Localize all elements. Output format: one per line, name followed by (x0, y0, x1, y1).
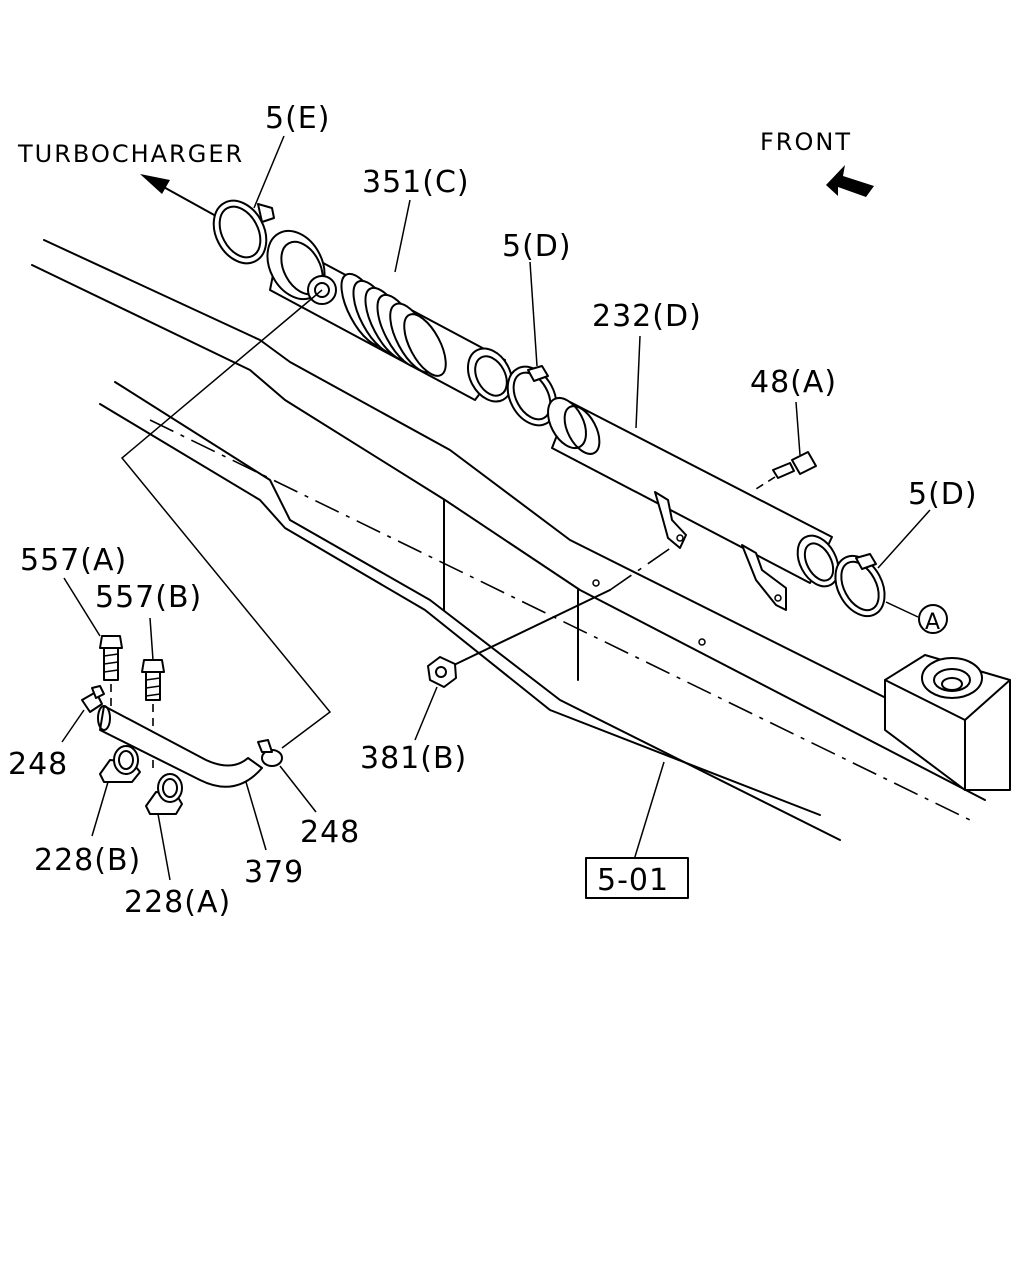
intake-pipe-232d (547, 397, 840, 611)
leader-5e (253, 135, 285, 209)
stud-line (455, 589, 611, 665)
turbocharger-direction-arrow (140, 174, 217, 217)
hose-clamp-5e (212, 199, 275, 265)
callout-381b: 381(B) (360, 741, 467, 776)
leader-232d (635, 335, 641, 429)
hose-379 (97, 705, 263, 788)
leader-557a (63, 577, 101, 637)
leader-228b (91, 781, 109, 837)
frame-rail-upper (31, 239, 1011, 801)
stud-dash (609, 544, 676, 591)
flange-nut-381b (427, 656, 457, 688)
front-arrow-icon (826, 165, 874, 197)
reference-box (585, 857, 689, 899)
clip-248-left (81, 685, 105, 713)
bracket-228b (99, 745, 141, 783)
callout-248-right: 248 (300, 815, 360, 850)
callout-5d-top: 5(D) (502, 229, 572, 264)
callout-351c: 351(C) (362, 165, 470, 200)
leader-48a (795, 401, 801, 456)
callout-228a: 228(A) (124, 885, 231, 920)
callout-557b: 557(B) (95, 580, 202, 615)
leader-5-01 (633, 761, 665, 861)
callout-379: 379 (244, 855, 304, 890)
hose-clamp-5d-middle (506, 365, 558, 427)
frame-holes (592, 579, 706, 646)
frame-rail-lower (99, 381, 971, 841)
turbocharger-label: TURBOCHARGER (17, 140, 244, 168)
leader-351c (394, 199, 411, 273)
bolt-557a (99, 635, 123, 720)
reference-circle-a (918, 604, 948, 634)
callout-557a: 557(A) (20, 543, 127, 578)
leader-248-left (61, 709, 85, 743)
clip-248-right (257, 739, 283, 767)
bracket-228a (145, 773, 183, 815)
callout-232d: 232(D) (592, 299, 702, 334)
callout-5d-right: 5(D) (908, 477, 978, 512)
callout-248-left: 248 (8, 747, 68, 782)
reference-a-label: A (925, 610, 940, 635)
leader-381b (414, 686, 438, 741)
front-label: FRONT (760, 128, 852, 156)
leader-5d-right (877, 509, 931, 569)
leader-379 (245, 781, 267, 851)
callout-228b: 228(B) (34, 843, 141, 878)
leader-5d-top (529, 261, 538, 367)
leader-557b (149, 617, 154, 661)
hose-clamp-5d-right (834, 553, 886, 618)
callout-48a: 48(A) (750, 365, 837, 400)
bolt-48a (755, 451, 817, 490)
callout-5e: 5(E) (265, 101, 330, 136)
reservoir-tank (884, 654, 1011, 791)
leader-a (885, 601, 919, 618)
reference-box-label: 5-01 (597, 863, 669, 898)
leader-248-right (279, 765, 317, 813)
bellows-hose-351c (266, 229, 514, 403)
bellows-ribs (340, 272, 447, 377)
bolt-557b (141, 659, 165, 770)
leader-228a (157, 813, 171, 881)
hose-routing-lines (120, 289, 332, 749)
